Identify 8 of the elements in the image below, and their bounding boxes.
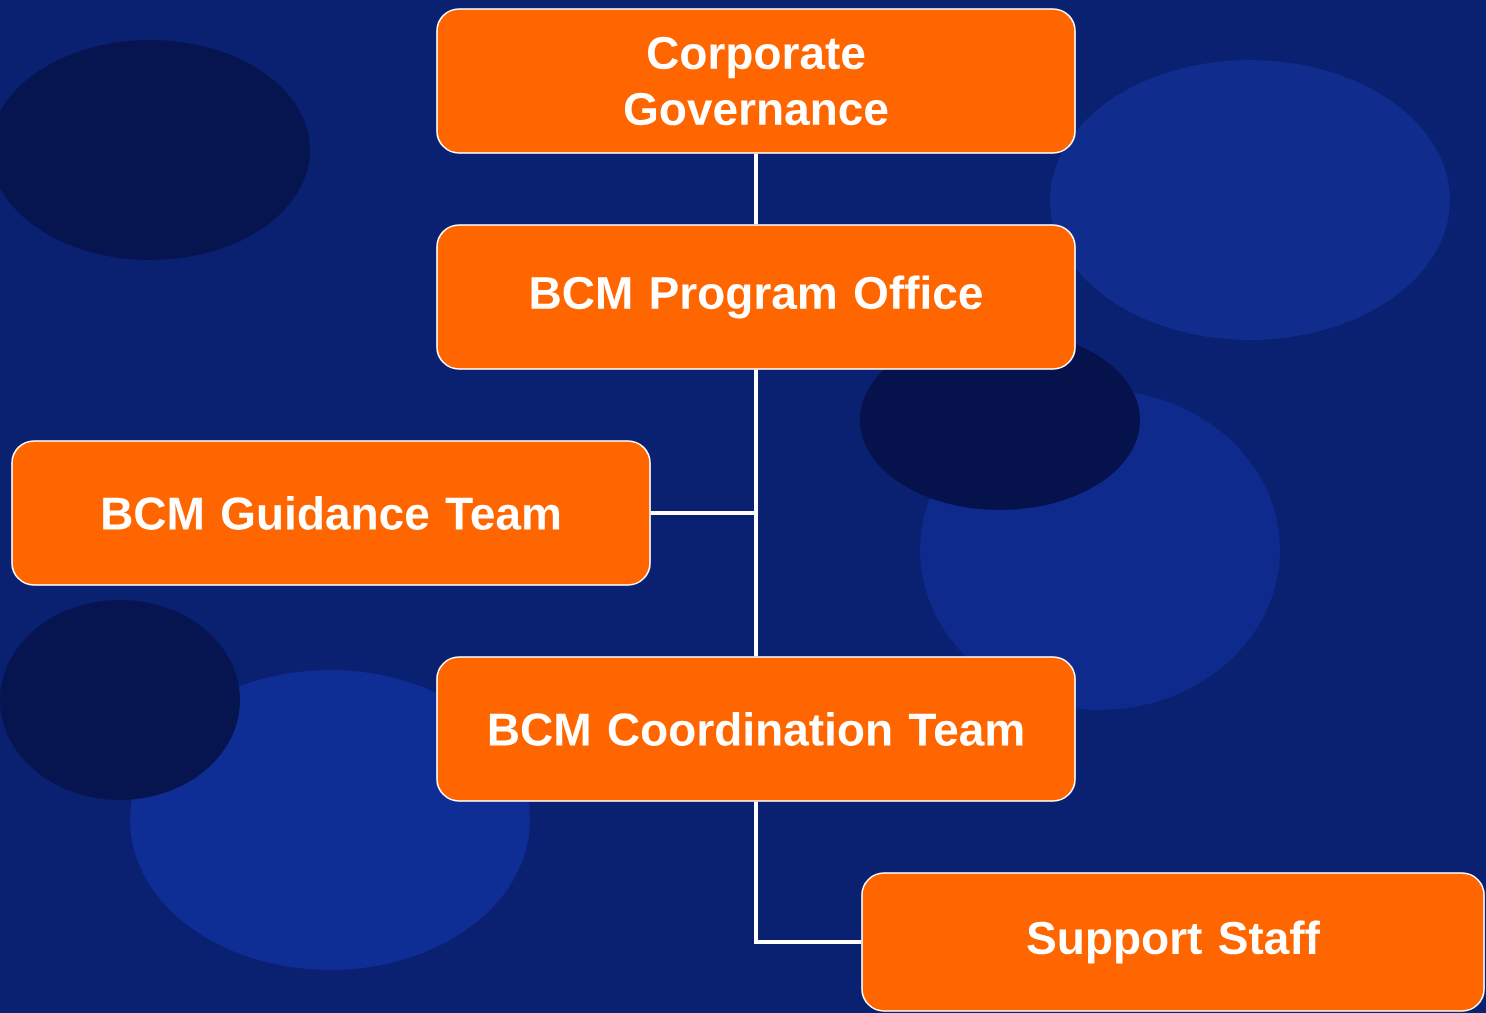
connector-line <box>754 153 758 225</box>
org-box: BCM Coordination Team <box>436 656 1076 802</box>
connector-line <box>754 801 862 944</box>
org-box: BCM Program Office <box>436 224 1076 370</box>
org-box: Support Staff <box>861 872 1485 1012</box>
org-box: BCM Guidance Team <box>11 440 651 586</box>
org-box: Corporate Governance <box>436 8 1076 154</box>
connector-line <box>650 369 758 515</box>
